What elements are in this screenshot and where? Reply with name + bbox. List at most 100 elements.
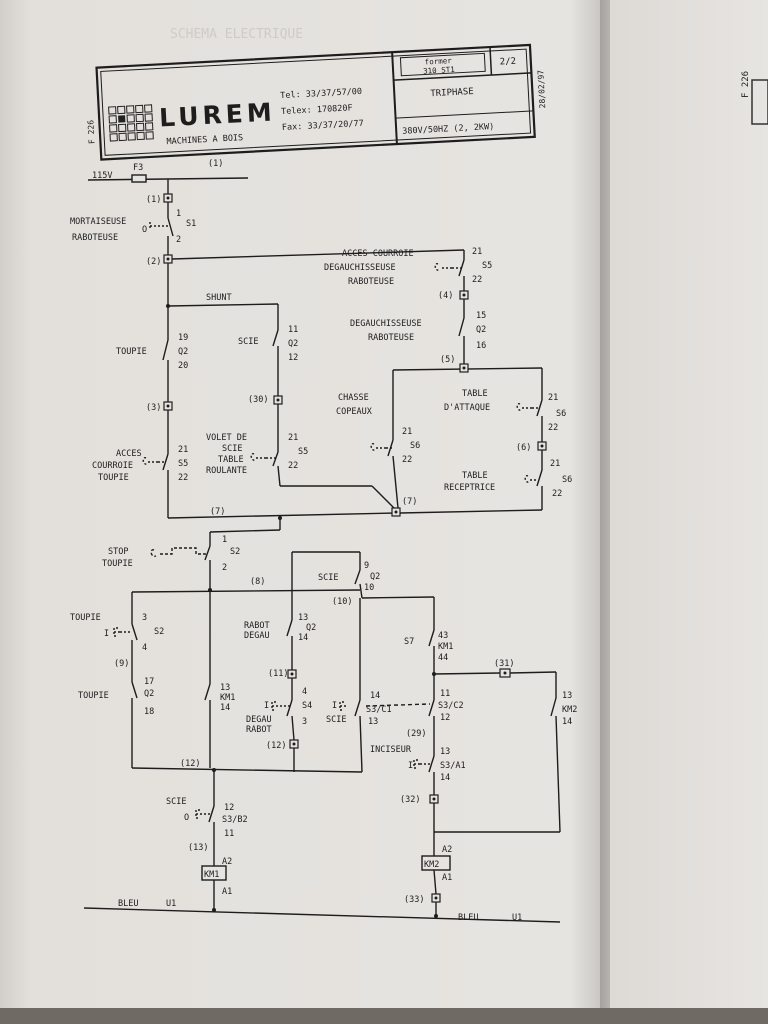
doc-code: F 226: [86, 120, 96, 145]
label-n32: (32): [400, 795, 420, 805]
label-i-c: I: [332, 701, 337, 711]
label-n3: (3): [146, 403, 161, 413]
label-s3a1: S3/A1: [440, 761, 466, 771]
lurem-logo: [108, 104, 154, 142]
label-degauch-1: DEGAUCHISSEUSE: [350, 319, 422, 329]
label-s5a: S5: [482, 261, 492, 271]
label-n12b: (12): [266, 741, 286, 751]
label-n12a: (12): [180, 759, 200, 769]
label-n8: (8): [250, 577, 265, 587]
label-s5v: S5: [298, 447, 308, 457]
q2-contact: [458, 317, 465, 337]
label-table-att-2: D'ATTAQUE: [444, 403, 490, 413]
label-s2b: S2: [154, 627, 164, 637]
label-chasse: CHASSE: [338, 393, 369, 403]
label-n4: (4): [438, 291, 453, 301]
label-n5: (5): [440, 355, 455, 365]
label-volet-4: ROULANTE: [206, 466, 247, 476]
table-edge: [0, 1008, 768, 1024]
label-table-rec-2: RECEPTRICE: [444, 483, 495, 493]
label-volet-3: TABLE: [218, 455, 244, 465]
s3c1-contact: [354, 699, 361, 717]
label-q2c-9: 9: [364, 561, 369, 571]
q2-toupie2-contact: [131, 681, 138, 699]
brand-subtitle: MACHINES A BOIS: [166, 133, 243, 147]
label-coil1-a1: A1: [222, 887, 232, 897]
label-u1-a: U1: [166, 899, 176, 909]
label-scie-a: SCIE: [238, 337, 258, 347]
label-q2t-20: 20: [178, 361, 188, 371]
telex: Telex: 170820F: [281, 103, 353, 117]
label-q2s-11: 11: [288, 325, 298, 335]
label-s6c-21: 21: [402, 427, 412, 437]
label-coil2-a1: A1: [442, 873, 452, 883]
label-n7a: (7): [210, 507, 225, 517]
label-raboteuse: RABOTEUSE: [72, 233, 118, 243]
facing-page: [600, 0, 768, 1024]
km1-13-contact: [204, 683, 211, 701]
label-s1-1: 1: [176, 209, 181, 219]
former-ref: 310 ST1: [423, 65, 455, 76]
s2-toupie-contact: [131, 623, 138, 641]
label-n1: (1): [146, 195, 161, 205]
label-s5v-22: 22: [288, 461, 298, 471]
km2-contact: [550, 697, 557, 717]
label-s6b-21: 21: [550, 459, 560, 469]
label-q2d-18: 18: [144, 707, 154, 717]
label-coil2-a2: A2: [442, 845, 452, 855]
label-q2d: Q2: [144, 689, 154, 699]
label-bleu-b: BLEU: [458, 913, 478, 923]
label-km1a-44: 44: [438, 653, 448, 663]
switch-contacts: [113, 217, 557, 823]
wires: [83, 174, 561, 923]
label-shunt: SHUNT: [206, 293, 232, 303]
label-s3c2-11: 11: [440, 689, 450, 699]
label-q2-15: 15: [476, 311, 486, 321]
label-q2s: Q2: [288, 339, 298, 349]
label-copeaux: COPEAUX: [336, 407, 373, 417]
power-spec: 380V/50HZ (2, 2KW): [402, 122, 495, 137]
label-mortaiseuse: MORTAISEUSE: [70, 217, 126, 227]
fax: Fax: 33/37/20/77: [282, 119, 364, 133]
label-degau-1: DEGAU: [246, 715, 272, 725]
labels: 115V F3 (1) (1) MORTAISEUSE RABOTEUSE O …: [70, 159, 577, 923]
label-n10: (10): [332, 597, 352, 607]
label-n13: (13): [188, 843, 208, 853]
label-scie-d: SCIE: [166, 797, 186, 807]
label-stop-1: STOP: [108, 547, 128, 557]
q2-rabot-contact: [286, 619, 293, 637]
km1-coil: [201, 865, 227, 881]
label-km1b-14: 14: [220, 703, 230, 713]
tel: Tel: 33/37/57/00: [280, 87, 362, 101]
q2-toupie-contact: [162, 339, 169, 361]
km2-coil: [421, 855, 451, 871]
label-km2-13: 13: [562, 691, 572, 701]
label-q2t: Q2: [178, 347, 188, 357]
label-s5t-22: 22: [178, 473, 188, 483]
label-acces-t3: TOUPIE: [98, 473, 129, 483]
label-q2r: Q2: [306, 623, 316, 633]
label-n30: (30): [248, 395, 268, 405]
label-toupie-b: TOUPIE: [70, 613, 101, 623]
label-table-rec-1: TABLE: [462, 471, 488, 481]
brand-name: LUREM: [158, 97, 276, 132]
label-s6b: S6: [562, 475, 572, 485]
label-i-b: I: [264, 701, 269, 711]
label-f3: F3: [133, 163, 143, 173]
label-s3c1-14: 14: [370, 691, 380, 701]
label-q2d-17: 17: [144, 677, 154, 687]
label-n33: (33): [404, 895, 424, 905]
label-s2b-4: 4: [142, 643, 147, 653]
label-stop-2: TOUPIE: [102, 559, 133, 569]
label-s2-2: 2: [222, 563, 227, 573]
label-rabot-1: RABOT: [244, 621, 270, 631]
km1-43-contact: [428, 629, 435, 647]
s2-stop-contact: [204, 545, 211, 561]
label-s3a1-14: 14: [440, 773, 450, 783]
label-acces-t2: COURROIE: [92, 461, 133, 471]
label-s5v-21: 21: [288, 433, 298, 443]
label-km2: KM2: [562, 705, 577, 715]
label-km2-14: 14: [562, 717, 572, 727]
label-s5a-22: 22: [472, 275, 482, 285]
q2-scie-contact: [272, 329, 279, 347]
